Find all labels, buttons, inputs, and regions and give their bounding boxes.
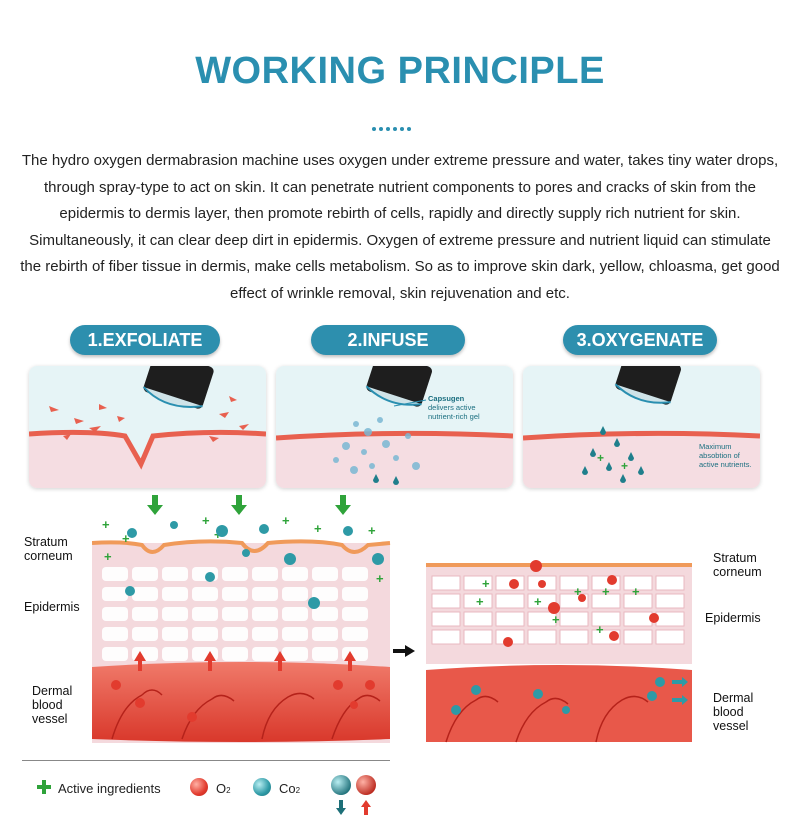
exfoliate-illustration — [29, 366, 266, 488]
legend-co2-icon — [253, 778, 271, 796]
svg-text:+: + — [482, 576, 490, 591]
legend-o2-label: O2 — [216, 781, 231, 796]
svg-text:+: + — [368, 523, 376, 538]
svg-text:+: + — [632, 584, 640, 599]
legend-divider — [22, 760, 390, 761]
svg-text:+: + — [602, 584, 610, 599]
svg-text:+: + — [597, 451, 604, 465]
right-epidermis-label: Epidermis — [705, 611, 761, 625]
svg-text:+: + — [282, 513, 290, 528]
svg-text:+: + — [376, 571, 384, 586]
title-divider-dots — [372, 118, 428, 131]
description-paragraph: The hydro oxygen dermabrasion machine us… — [20, 152, 780, 302]
svg-text:+: + — [621, 459, 628, 473]
legend-o2-icon — [190, 778, 208, 796]
left-epidermis-label: Epidermis — [24, 600, 80, 614]
svg-text:+: + — [534, 594, 542, 609]
skin-diagram-before: +++ +++ +++ — [91, 495, 392, 745]
legend-active-plus-icon — [37, 780, 51, 794]
legend-co2-label: Co2 — [279, 781, 301, 796]
svg-text:+: + — [574, 584, 582, 599]
svg-text:+: + — [122, 531, 130, 546]
transition-arrow-icon — [393, 644, 415, 662]
step-oxygenate-pill: 3.OXYGENATE — [563, 325, 717, 355]
page-title: WORKING PRINCIPLE — [195, 50, 605, 92]
svg-text:+: + — [476, 594, 484, 609]
svg-text:+: + — [104, 549, 112, 564]
svg-text:+: + — [596, 622, 604, 637]
step-exfoliate-pill: 1.EXFOLIATE — [70, 325, 220, 355]
skin-diagram-after: + + + + + + + + — [426, 560, 694, 744]
svg-text:+: + — [202, 513, 210, 528]
legend-exchange-icon — [330, 774, 378, 818]
legend-active-label: Active ingredients — [58, 781, 161, 796]
svg-text:+: + — [552, 612, 560, 627]
svg-text:+: + — [314, 521, 322, 536]
svg-text:+: + — [102, 517, 110, 532]
step-infuse-pill: 2.INFUSE — [311, 325, 465, 355]
